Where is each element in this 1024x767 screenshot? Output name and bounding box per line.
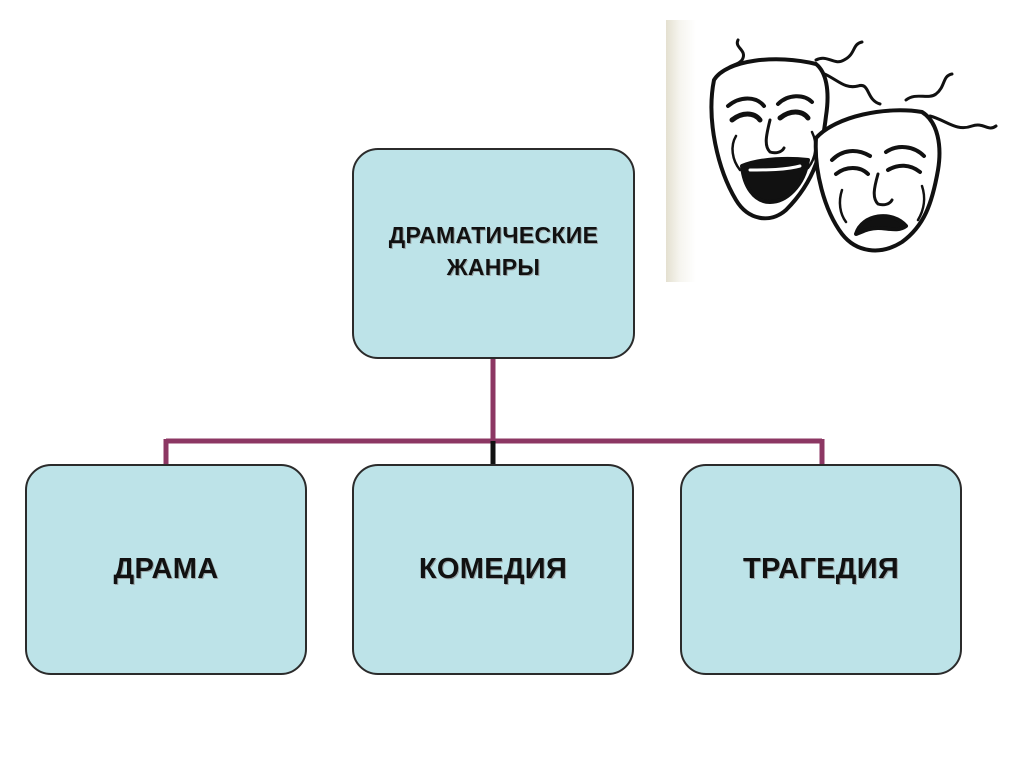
- child-node-label: ТРАГЕДИЯ: [743, 553, 899, 585]
- child-node-tragedy: ТРАГЕДИЯ: [680, 464, 962, 675]
- root-node-label-line-1: ДРАМАТИЧЕСКИЕ: [388, 221, 599, 248]
- root-node-label: ДРАМАТИЧЕСКИЕ ЖАНРЫ: [389, 219, 598, 283]
- child-node-label: КОМЕДИЯ: [418, 553, 568, 585]
- child-node-comedy: КОМЕДИЯ: [352, 464, 634, 675]
- root-node-dramatic-genres: ДРАМАТИЧЕСКИЕ ЖАНРЫ: [352, 148, 635, 359]
- theatre-masks-illustration: [666, 20, 1018, 282]
- root-node-label-line-2: ЖАНРЫ: [446, 253, 541, 280]
- theatre-masks-icon: [709, 38, 998, 253]
- child-node-label: ДРАМА: [113, 553, 219, 585]
- child-node-drama: ДРАМА: [25, 464, 307, 675]
